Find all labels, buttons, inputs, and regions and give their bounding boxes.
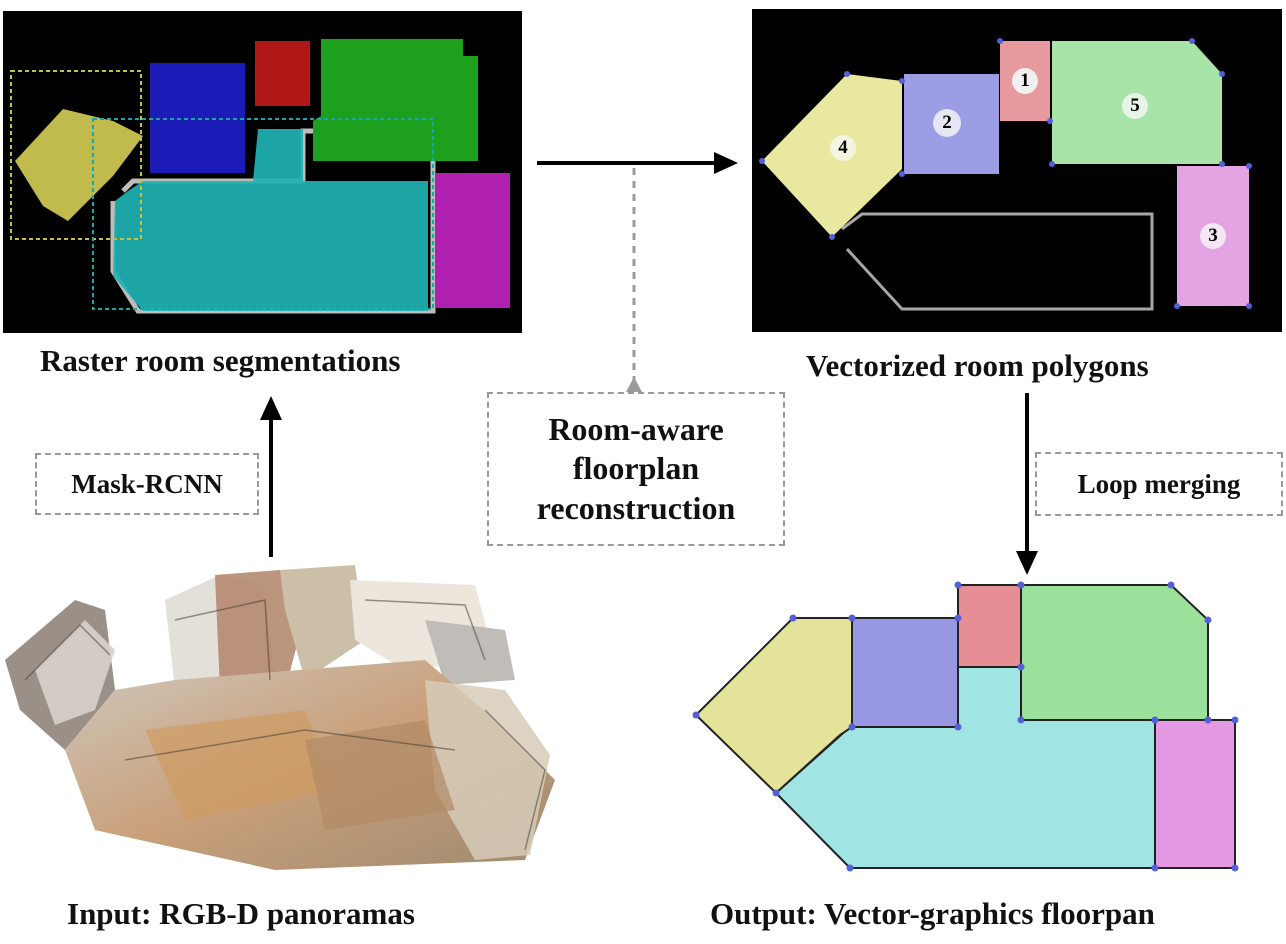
floorplan-svg xyxy=(692,581,1239,872)
vectorized-polygons-image xyxy=(752,9,1282,332)
step-loop-merging-label: Loop merging xyxy=(1077,468,1241,499)
step-reconstruction-line2: floorplan xyxy=(572,450,700,487)
caption-input: Input: RGB-D panoramas xyxy=(67,896,415,931)
raster-segmentation-panel xyxy=(3,11,522,333)
step-mask-rcnn: Mask-RCNN xyxy=(35,453,259,515)
step-mask-rcnn-label: Mask-RCNN xyxy=(71,468,223,499)
room-label-3: 3 xyxy=(1200,223,1226,249)
floorplan-room-magenta xyxy=(1154,719,1236,869)
raster-segmentation-image xyxy=(3,11,522,333)
room-mask-red xyxy=(255,41,310,106)
output-floorplan xyxy=(690,575,1240,875)
input-pointcloud xyxy=(5,560,565,880)
pointcloud-image xyxy=(5,565,555,870)
room-mask-yellow xyxy=(15,109,143,221)
room-label-1: 1 xyxy=(1012,68,1038,94)
floorplan-room-red xyxy=(957,584,1022,668)
caption-output: Output: Vector-graphics floorpan xyxy=(710,896,1155,931)
room-mask-green xyxy=(313,39,478,161)
step-loop-merging: Loop merging xyxy=(1035,452,1283,516)
room-label-4: 4 xyxy=(830,135,856,161)
step-reconstruction-line1: Room-aware xyxy=(548,411,724,448)
room-label-5: 5 xyxy=(1122,93,1148,119)
caption-vectorized: Vectorized room polygons xyxy=(806,348,1149,383)
vectorized-polygons-panel: 1 2 3 4 5 xyxy=(752,9,1282,332)
caption-raster: Raster room segmentations xyxy=(40,343,401,378)
room-mask-magenta xyxy=(435,173,510,308)
step-reconstruction: Room-aware floorplan reconstruction xyxy=(487,392,785,546)
room-label-2: 2 xyxy=(933,109,961,137)
room-mask-cyan xyxy=(113,129,428,311)
floorplan-room-green xyxy=(1020,584,1209,721)
step-reconstruction-line3: reconstruction xyxy=(536,489,736,526)
floorplan-room-blue xyxy=(851,617,959,728)
